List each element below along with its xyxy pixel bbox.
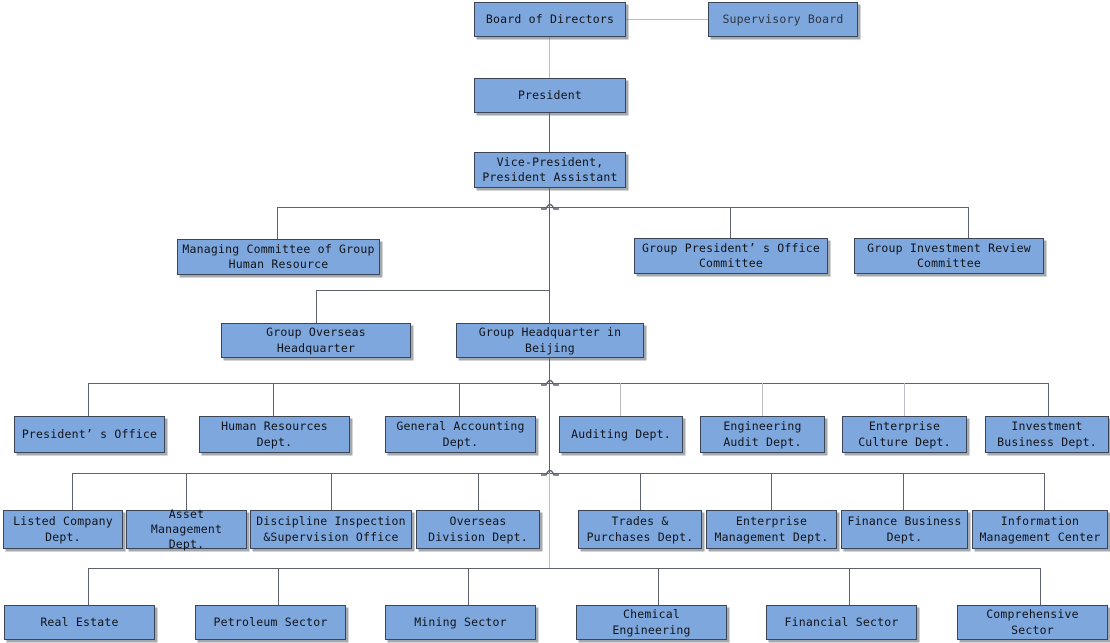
connector-drop-mining-sector	[468, 568, 470, 605]
node-group-presidents-office-committee[interactable]: Group President’ s Office Committee	[634, 238, 828, 274]
connector-beijing-hq-to-dept-bus	[549, 358, 551, 384]
node-overseas-division-dept[interactable]: Overseas Division Dept.	[416, 510, 540, 549]
connector-drop-information-management	[1044, 473, 1046, 510]
node-enterprise-management-dept[interactable]: Enterprise Management Dept.	[706, 510, 837, 549]
connector-drop-human-resources	[273, 383, 275, 416]
connector-sector-bus	[88, 568, 1040, 570]
connector-drop-auditing	[620, 383, 622, 416]
connector-drop-hr-committee	[277, 207, 279, 240]
node-real-estate-sector[interactable]: Real Estate	[4, 605, 155, 640]
node-finance-business-dept[interactable]: Finance Business Dept.	[841, 510, 968, 549]
node-group-overseas-headquarter[interactable]: Group Overseas Headquarter	[221, 323, 411, 358]
connector-drop-comprehensive-sector	[1040, 568, 1042, 605]
node-supervisory-board[interactable]: Supervisory Board	[708, 2, 858, 37]
connector-drop-enterprise-culture	[904, 383, 906, 416]
connector-drop-listed-company	[72, 473, 74, 510]
node-group-headquarter-beijing[interactable]: Group Headquarter in Beijing	[456, 323, 644, 358]
connector-trunk-to-dept-row2	[549, 383, 551, 473]
connector-drop-presidents-office	[88, 383, 90, 416]
node-auditing-dept[interactable]: Auditing Dept.	[559, 416, 683, 453]
node-chemical-engineering-sector[interactable]: Chemical Engineering	[576, 605, 727, 640]
connector-trunk-beijing-hq	[549, 290, 551, 323]
node-engineering-audit-dept[interactable]: Engineering Audit Dept.	[700, 416, 825, 453]
node-presidents-office[interactable]: President’ s Office	[14, 416, 165, 453]
connector-drop-investment-review-committee	[968, 207, 970, 238]
connector-committee-bus	[277, 207, 968, 209]
connector-drop-petroleum-sector	[278, 568, 280, 605]
connector-drop-overseas-division	[478, 473, 480, 510]
node-asset-management-dept[interactable]: Asset Management Dept.	[126, 507, 247, 551]
node-enterprise-culture-dept[interactable]: Enterprise Culture Dept.	[842, 416, 967, 453]
node-comprehensive-sector[interactable]: Comprehensive Sector	[957, 605, 1108, 640]
connector-drop-discipline-inspection	[331, 473, 333, 510]
connector-drop-asset-management	[186, 473, 188, 510]
node-information-management-center[interactable]: Information Management Center	[972, 510, 1108, 549]
connector-drop-enterprise-management	[771, 473, 773, 510]
node-investment-business-dept[interactable]: Investment Business Dept.	[985, 416, 1109, 453]
connector-trunk-to-sectors	[549, 473, 551, 569]
connector-dept-row1-bus	[88, 383, 1048, 385]
connector-board-to-president	[549, 36, 551, 78]
connector-drop-financial-sector	[849, 568, 851, 605]
node-mining-sector[interactable]: Mining Sector	[385, 605, 536, 640]
connector-hq-bus	[316, 290, 550, 292]
node-group-investment-review-committee[interactable]: Group Investment Review Committee	[854, 238, 1044, 274]
node-president[interactable]: President	[474, 78, 626, 113]
connector-drop-chemical-engineering	[658, 568, 660, 605]
node-human-resources-dept[interactable]: Human Resources Dept.	[199, 416, 350, 453]
connector-drop-trades-purchases	[640, 473, 642, 510]
node-financial-sector[interactable]: Financial Sector	[766, 605, 917, 640]
connector-drop-real-estate	[88, 568, 90, 605]
node-general-accounting-dept[interactable]: General Accounting Dept.	[385, 416, 536, 453]
node-managing-committee-human-resource[interactable]: Managing Committee of Group Human Resour…	[177, 239, 380, 275]
connector-drop-investment-business	[1048, 383, 1050, 416]
connector-board-to-supervisory	[626, 19, 708, 21]
connector-dept-row2-bus	[72, 473, 1044, 475]
connector-trunk-to-hq	[549, 207, 551, 291]
connector-drop-engineering-audit	[762, 383, 764, 416]
node-trades-purchases-dept[interactable]: Trades & Purchases Dept.	[578, 510, 702, 549]
connector-drop-overseas-hq	[316, 290, 318, 323]
node-petroleum-sector[interactable]: Petroleum Sector	[195, 605, 346, 640]
node-discipline-inspection-supervision-office[interactable]: Discipline Inspection &Supervision Offic…	[250, 510, 412, 549]
connector-president-to-vp	[549, 112, 551, 154]
connector-drop-president-office-committee	[730, 207, 732, 238]
connector-drop-finance-business	[903, 473, 905, 510]
node-vice-president[interactable]: Vice-President, President Assistant	[474, 152, 626, 188]
connector-drop-general-accounting	[459, 383, 461, 416]
connector-vp-trunk	[549, 187, 551, 209]
node-listed-company-dept[interactable]: Listed Company Dept.	[3, 510, 123, 549]
node-board-of-directors[interactable]: Board of Directors	[474, 2, 626, 37]
